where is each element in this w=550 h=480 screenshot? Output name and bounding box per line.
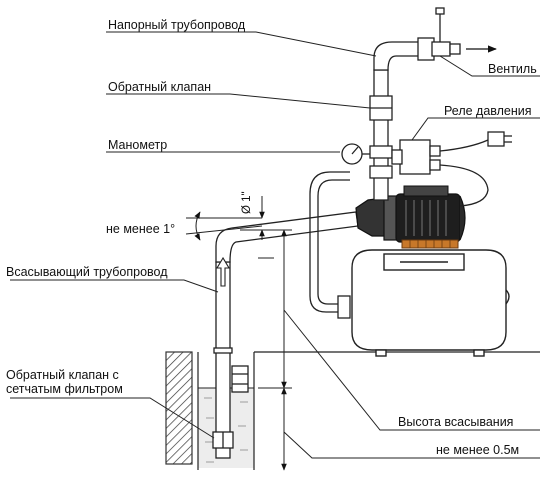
pressure-tank: [351, 249, 510, 357]
label-check-valve-filter: Обратный клапан с сетчатым фильтром: [6, 368, 123, 396]
label-manometer: Манометр: [108, 138, 168, 152]
label-check-valve: Обратный клапан: [108, 80, 212, 94]
outlet-valve: [417, 7, 461, 61]
tank-hose: [309, 171, 351, 319]
discharge-pipe: [369, 41, 421, 201]
pressure-switch: [391, 131, 512, 207]
wall: [165, 351, 193, 465]
diameter-label: Ø 1": [241, 191, 253, 214]
label-angle: не менее 1°: [106, 222, 176, 236]
suction-flow-arrow: [216, 256, 230, 287]
label-pressure-switch: Реле давления: [444, 104, 532, 118]
dimension-lines: [185, 196, 292, 471]
pump: [355, 185, 466, 249]
label-pressure-pipe: Напорный трубопровод: [108, 18, 246, 32]
label-suction-pipe: Всасывающий трубопровод: [6, 265, 168, 279]
label-suction-height: Высота всасывания: [398, 415, 514, 429]
leader-lines: [10, 31, 540, 459]
label-valve: Вентиль: [488, 62, 537, 76]
label-min-depth: не менее 0.5м: [436, 443, 520, 457]
manometer-gauge: [341, 143, 370, 165]
